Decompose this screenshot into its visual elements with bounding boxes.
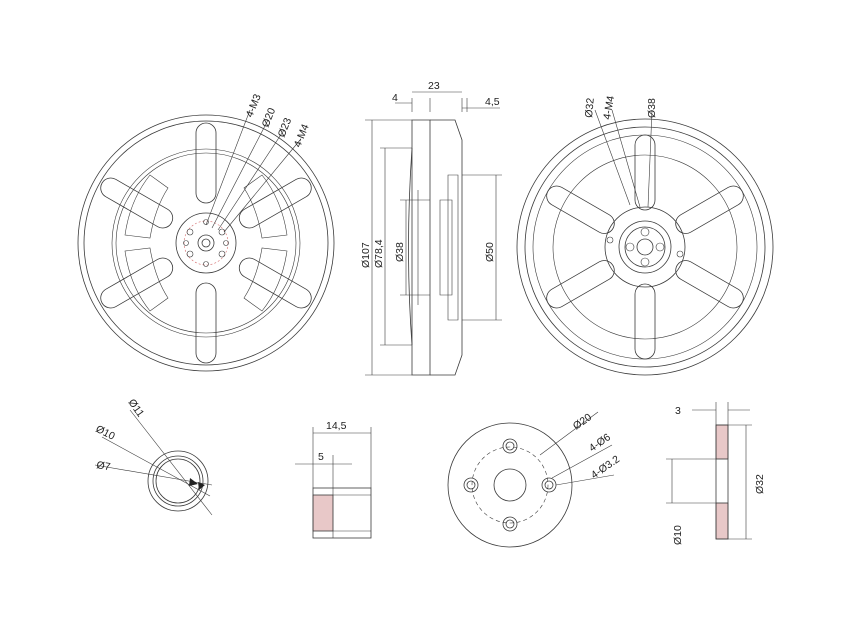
rear-spokes xyxy=(546,134,744,360)
side-w23-label: 23 xyxy=(428,80,440,92)
side-d107-label: Ø107 xyxy=(360,242,372,268)
sleeve-part: 14,5 5 xyxy=(295,420,372,539)
sleeve-w5-label: 5 xyxy=(318,451,324,463)
rear-d38-label: Ø38 xyxy=(646,98,658,118)
side-w4-label: 4 xyxy=(392,92,398,104)
ring-d10-label: Ø10 xyxy=(94,423,117,443)
ring-d7-label: Ø7 xyxy=(95,459,111,473)
front-view: 4-M3 Ø20 Ø23 4-M4 xyxy=(77,92,335,372)
adapter-part: Ø20 4-Ø6 4-Ø3.2 xyxy=(447,411,622,548)
side-d50-label: Ø50 xyxy=(484,242,496,262)
adapter-d6-label: 4-Ø6 xyxy=(587,431,613,454)
side-d784-label: Ø78,4 xyxy=(373,239,385,268)
adapter-d32h-label: 4-Ø3.2 xyxy=(589,453,622,481)
side-w45-label: 4,5 xyxy=(485,96,500,108)
side-view: 4 23 4,5 Ø107 Ø78,4 Ø38 Ø50 xyxy=(360,80,502,376)
front-windows xyxy=(124,174,288,312)
front-spokes xyxy=(100,122,312,364)
plate-t3-label: 3 xyxy=(675,405,681,417)
plate-d32-label: Ø32 xyxy=(754,474,766,494)
adapter-d20-label: Ø20 xyxy=(571,411,594,432)
rear-view: Ø32 4-M4 Ø38 xyxy=(516,95,774,376)
sleeve-w145-label: 14,5 xyxy=(326,420,347,432)
ring-d11-label: Ø11 xyxy=(126,397,147,420)
front-d23-label: Ø23 xyxy=(276,116,295,139)
rear-m4-label: 4-M4 xyxy=(601,95,617,121)
ring-part: Ø11 Ø10 Ø7 xyxy=(94,397,213,516)
front-d20-label: Ø20 xyxy=(260,106,279,129)
plate-d10-label: Ø10 xyxy=(672,525,684,545)
side-d38-label: Ø38 xyxy=(394,242,406,262)
front-m4-label: 4-M4 xyxy=(292,122,312,149)
front-m3-label: 4-M3 xyxy=(244,92,264,119)
plate-part: 3 Ø10 Ø32 xyxy=(666,402,766,545)
rear-d32-label: Ø32 xyxy=(583,97,597,118)
